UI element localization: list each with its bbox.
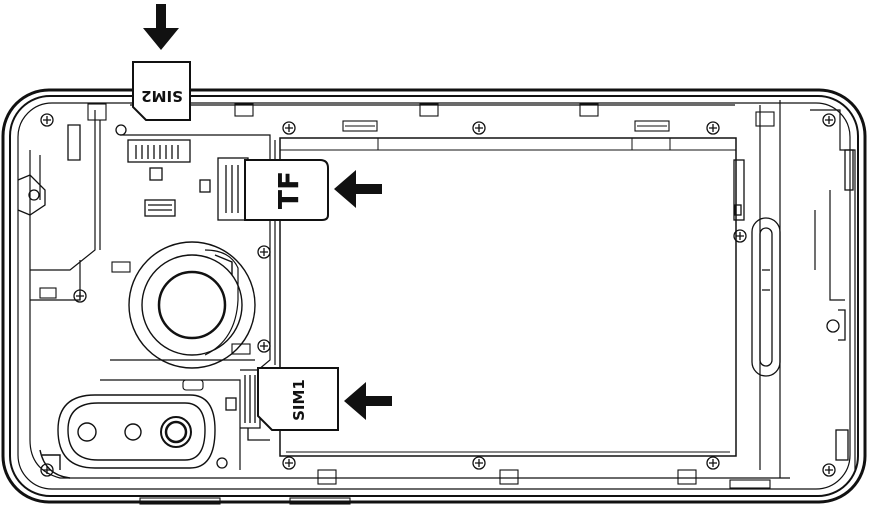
- phone-body: [1, 88, 867, 504]
- speaker-module: [128, 241, 256, 369]
- camera-lens-icon: [160, 416, 192, 448]
- camera-module: [39, 394, 216, 479]
- sim2-label: SIM2: [141, 87, 183, 105]
- sim1-card: [257, 367, 339, 431]
- left-arrow-icon: [334, 170, 382, 208]
- mid-frame: [29, 100, 856, 479]
- battery-outline: [279, 137, 737, 457]
- screw-icon: [472, 456, 486, 470]
- screw-icon: [822, 463, 836, 477]
- screws: [40, 113, 840, 477]
- down-arrow-icon: [143, 4, 179, 50]
- screw-icon: [73, 289, 87, 303]
- tf-slot: [199, 157, 249, 221]
- tf-label: TF: [272, 171, 305, 209]
- clips: [39, 103, 775, 505]
- screw-icon: [257, 245, 271, 259]
- screw-icon: [282, 121, 296, 135]
- screw-icon: [706, 456, 720, 470]
- sim2-connector: [127, 139, 191, 217]
- tf-card: [244, 159, 329, 221]
- camera-lens-icon: [77, 422, 97, 442]
- screw-icon: [282, 456, 296, 470]
- screw-icon: [733, 229, 747, 243]
- sim1-label: SIM1: [290, 379, 308, 421]
- sim2-card: [132, 61, 191, 121]
- left-arrow-icon: [344, 382, 392, 420]
- screw-icon: [257, 339, 271, 353]
- screw-icon: [40, 113, 54, 127]
- side-button-slot: [733, 149, 854, 461]
- screw-icon: [822, 113, 836, 127]
- side-bracket: [17, 124, 81, 216]
- screw-icon: [706, 121, 720, 135]
- camera-lens-icon: [124, 423, 142, 441]
- screw-icon: [472, 121, 486, 135]
